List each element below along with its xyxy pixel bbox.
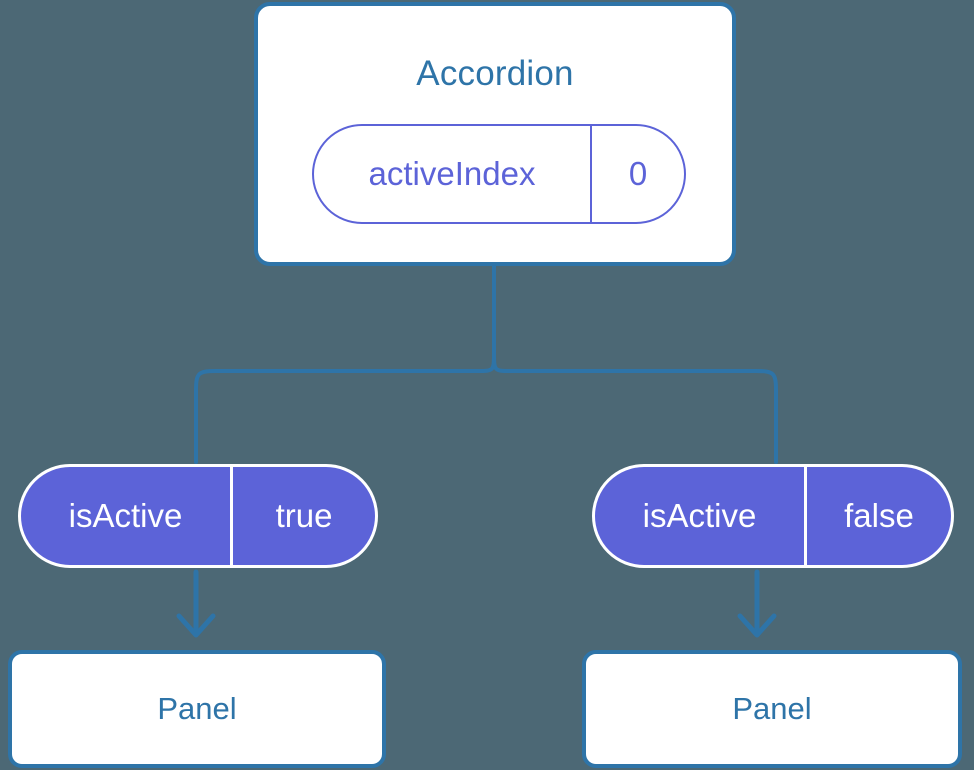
accordion-node[interactable]: Accordion activeIndex 0 <box>254 2 736 266</box>
branch-line-left <box>194 350 496 464</box>
is-active-value-right: false <box>844 497 914 534</box>
arrow-head-left-icon <box>176 613 216 638</box>
is-active-pill-left[interactable]: isActive true <box>18 464 378 568</box>
is-active-key-right: isActive <box>595 467 807 565</box>
panel-label-left: Panel <box>157 691 237 726</box>
branch-line-right <box>492 350 778 464</box>
active-index-value: 0 <box>628 155 648 192</box>
accordion-title: Accordion <box>416 54 574 93</box>
arrow-head-right-icon <box>737 613 777 638</box>
active-index-pill[interactable]: activeIndex 0 <box>312 124 686 224</box>
is-active-key-left: isActive <box>21 467 233 565</box>
panel-node-left[interactable]: Panel <box>8 650 386 768</box>
active-index-key: activeIndex <box>314 126 592 222</box>
panel-node-right[interactable]: Panel <box>582 650 962 768</box>
is-active-pill-right[interactable]: isActive false <box>592 464 954 568</box>
is-active-value-left: true <box>275 497 333 534</box>
panel-label-right: Panel <box>732 691 812 726</box>
